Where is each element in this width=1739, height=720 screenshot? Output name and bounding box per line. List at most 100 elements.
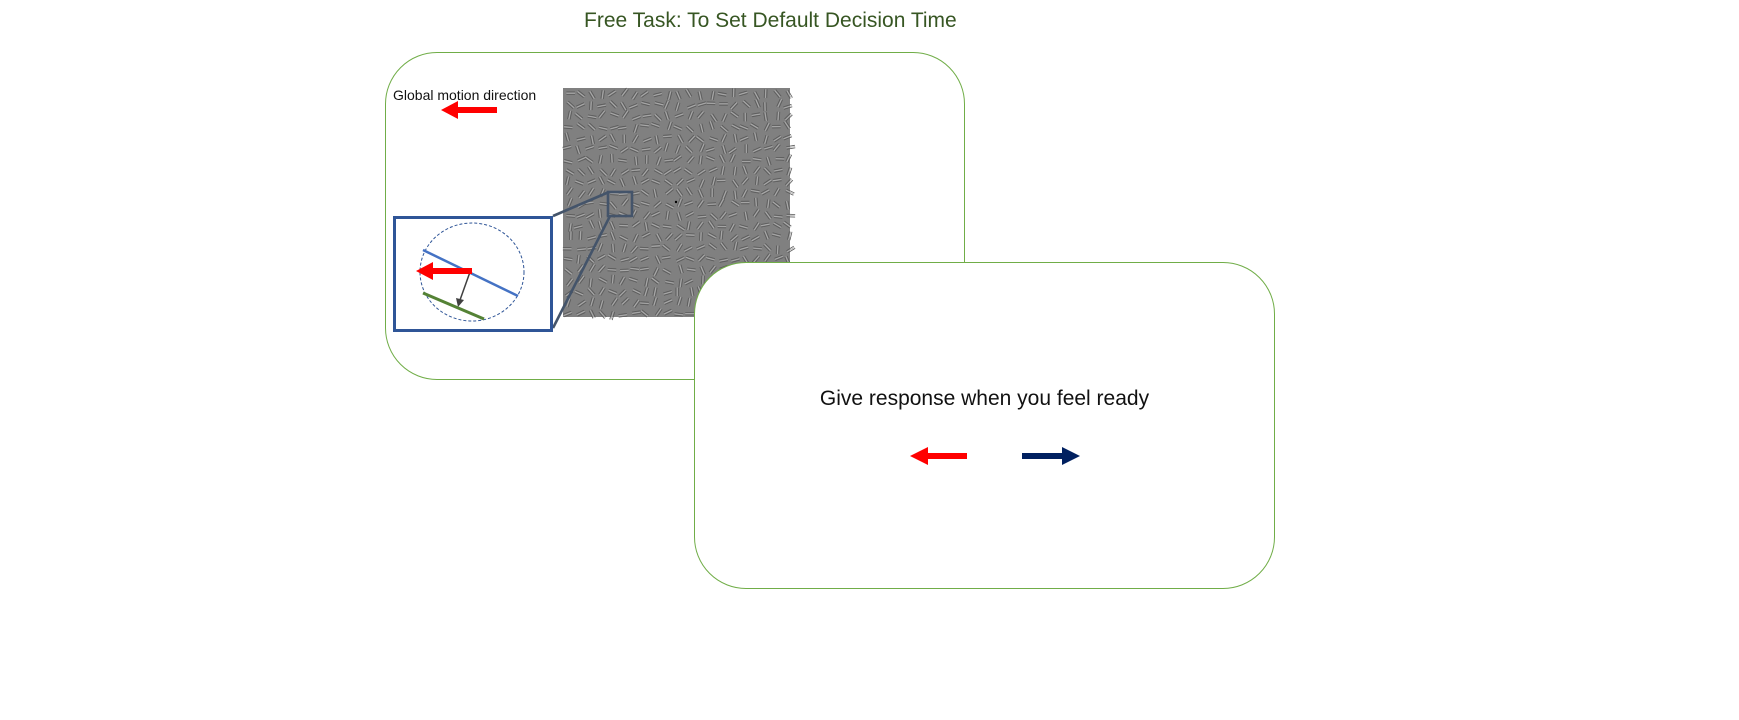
gabor-patch-stripe (783, 103, 792, 108)
gabor-patch-stripe (663, 290, 672, 294)
gabor-patch-stripe (668, 121, 672, 130)
gabor-patch-stripe (651, 181, 660, 185)
gabor-patch-stripe (599, 125, 608, 129)
gabor-patch-stripe (613, 298, 619, 307)
gabor-patch-stripe (751, 255, 759, 263)
gabor-patch-stripe (666, 233, 673, 240)
gabor-patch-stripe (597, 104, 606, 108)
gabor-patch-stripe (686, 145, 694, 152)
gabor-patch-stripe (629, 276, 638, 281)
receptive-field-circle (419, 222, 525, 322)
gabor-patch-stripe (668, 91, 671, 100)
gabor-patch-stripe (567, 132, 571, 141)
gabor-patch-stripe (701, 144, 706, 153)
gabor-patch-stripe (730, 111, 739, 118)
gabor-patch-stripe (717, 91, 727, 95)
gabor-patch-stripe (610, 297, 617, 305)
gabor-patch-stripe (776, 98, 781, 107)
gabor-patch-stripe (618, 289, 625, 296)
gabor-patch-stripe (622, 110, 629, 118)
gabor-patch-stripe (653, 94, 663, 98)
gabor-patch-stripe (773, 215, 783, 218)
gabor-patch-stripe (630, 245, 637, 253)
gabor-patch-stripe (709, 136, 719, 140)
gabor-patch-stripe (708, 233, 716, 239)
response-left-arrow-icon[interactable] (910, 446, 970, 466)
gabor-patch-stripe (610, 112, 619, 117)
gabor-patch-stripe (678, 296, 682, 306)
gabor-patch-stripe (728, 212, 737, 216)
gabor-patch-stripe (640, 302, 649, 304)
gabor-patch-stripe (621, 259, 630, 263)
gabor-patch-stripe (744, 165, 749, 174)
gabor-patch-stripe (657, 255, 662, 264)
gabor-patch-stripe (687, 88, 693, 97)
gabor-patch-stripe (683, 245, 692, 251)
gabor-patch-stripe (686, 178, 695, 183)
gabor-patch-stripe (623, 243, 627, 253)
gabor-patch-stripe (687, 186, 693, 195)
gabor-patch-stripe (652, 178, 661, 183)
gabor-patch-stripe (783, 136, 793, 141)
gabor-patch-stripe (738, 226, 748, 230)
gabor-patch-stripe (685, 90, 690, 98)
gabor-patch-stripe (650, 224, 659, 229)
gabor-patch-stripe (761, 189, 770, 195)
gabor-patch-stripe (655, 234, 660, 243)
gabor-patch-stripe (777, 111, 779, 121)
gabor-patch-stripe (753, 92, 758, 101)
gabor-patch-stripe (621, 277, 626, 286)
gabor-patch-stripe (743, 190, 749, 199)
gabor-patch-stripe (720, 242, 727, 250)
gabor-patch-stripe (686, 187, 692, 196)
gabor-patch-stripe (664, 100, 669, 109)
gabor-patch-stripe (763, 244, 770, 252)
gabor-patch-stripe (663, 243, 671, 250)
gabor-patch-stripe (754, 210, 761, 218)
gabor-patch-stripe (709, 214, 717, 221)
gabor-patch-stripe (784, 121, 790, 129)
gabor-patch-stripe (756, 197, 759, 207)
gabor-patch-stripe (646, 221, 649, 231)
gabor-patch-stripe (641, 310, 648, 317)
gabor-patch-stripe (711, 114, 717, 122)
response-right-arrow-icon[interactable] (1022, 446, 1084, 466)
gabor-patch-stripe (640, 301, 649, 303)
gabor-patch-stripe (651, 277, 659, 284)
gabor-patch-stripe (673, 126, 682, 131)
gabor-patch-stripe (641, 178, 649, 184)
gabor-patch-stripe (684, 279, 693, 285)
gabor-patch-stripe (673, 154, 681, 160)
gabor-patch-stripe (686, 177, 695, 182)
gabor-patch-stripe (651, 245, 661, 247)
gabor-patch-stripe (643, 222, 647, 232)
gabor-patch-stripe (699, 143, 704, 152)
gabor-patch-stripe (754, 197, 756, 207)
gabor-patch-stripe (719, 260, 729, 263)
gabor-patch-stripe (642, 149, 651, 152)
gabor-patch-stripe (730, 112, 738, 119)
gabor-patch-stripe (642, 189, 650, 195)
gabor-patch-stripe (654, 135, 657, 145)
gabor-patch-stripe (645, 287, 649, 297)
gabor-patch-stripe (742, 189, 747, 198)
gabor-patch-stripe (641, 92, 649, 98)
gabor-patch-stripe (665, 282, 674, 285)
gabor-patch-stripe (697, 214, 707, 217)
gabor-patch-stripe (685, 167, 693, 173)
gabor-patch-stripe (735, 133, 738, 143)
gabor-patch-stripe (683, 169, 691, 176)
gabor-patch-stripe (657, 309, 663, 317)
gabor-patch-stripe (622, 298, 630, 306)
gabor-patch-stripe (611, 133, 616, 142)
gabor-patch-stripe (720, 166, 723, 175)
gabor-patch-stripe (618, 159, 627, 162)
gabor-patch-stripe (699, 179, 704, 188)
gabor-patch-stripe (586, 178, 596, 183)
gabor-patch-stripe (701, 123, 705, 133)
gabor-patch-stripe (566, 168, 575, 174)
gabor-patch-stripe (632, 176, 636, 185)
gabor-patch-stripe (699, 189, 704, 198)
gabor-patch-stripe (676, 212, 680, 222)
gabor-patch-stripe (674, 144, 679, 153)
